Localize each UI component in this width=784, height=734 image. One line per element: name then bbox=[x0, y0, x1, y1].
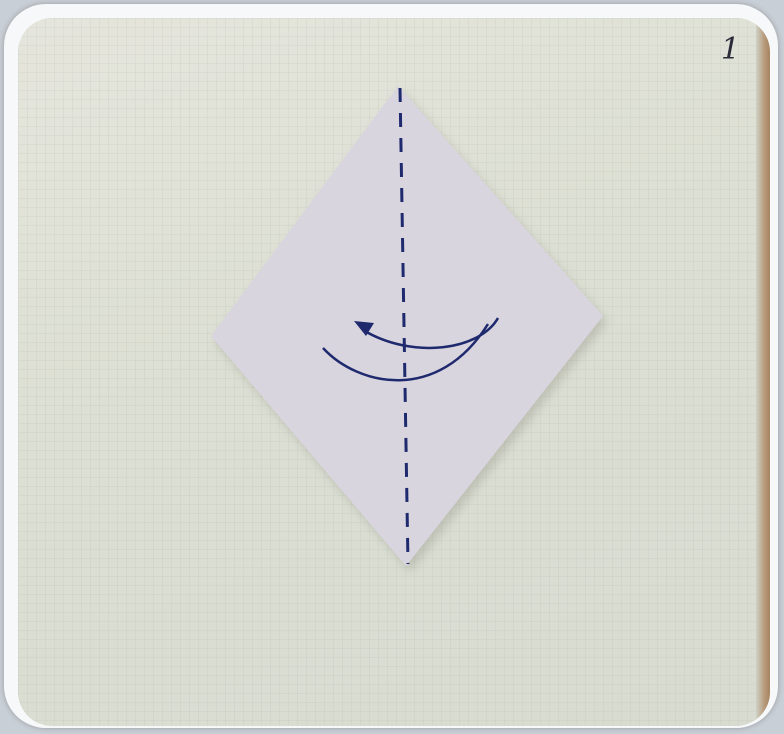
photo-frame: 1 bbox=[4, 4, 778, 728]
origami-photo: 1 bbox=[18, 18, 770, 726]
step-number: 1 bbox=[721, 32, 740, 67]
origami-diagram bbox=[18, 18, 770, 726]
